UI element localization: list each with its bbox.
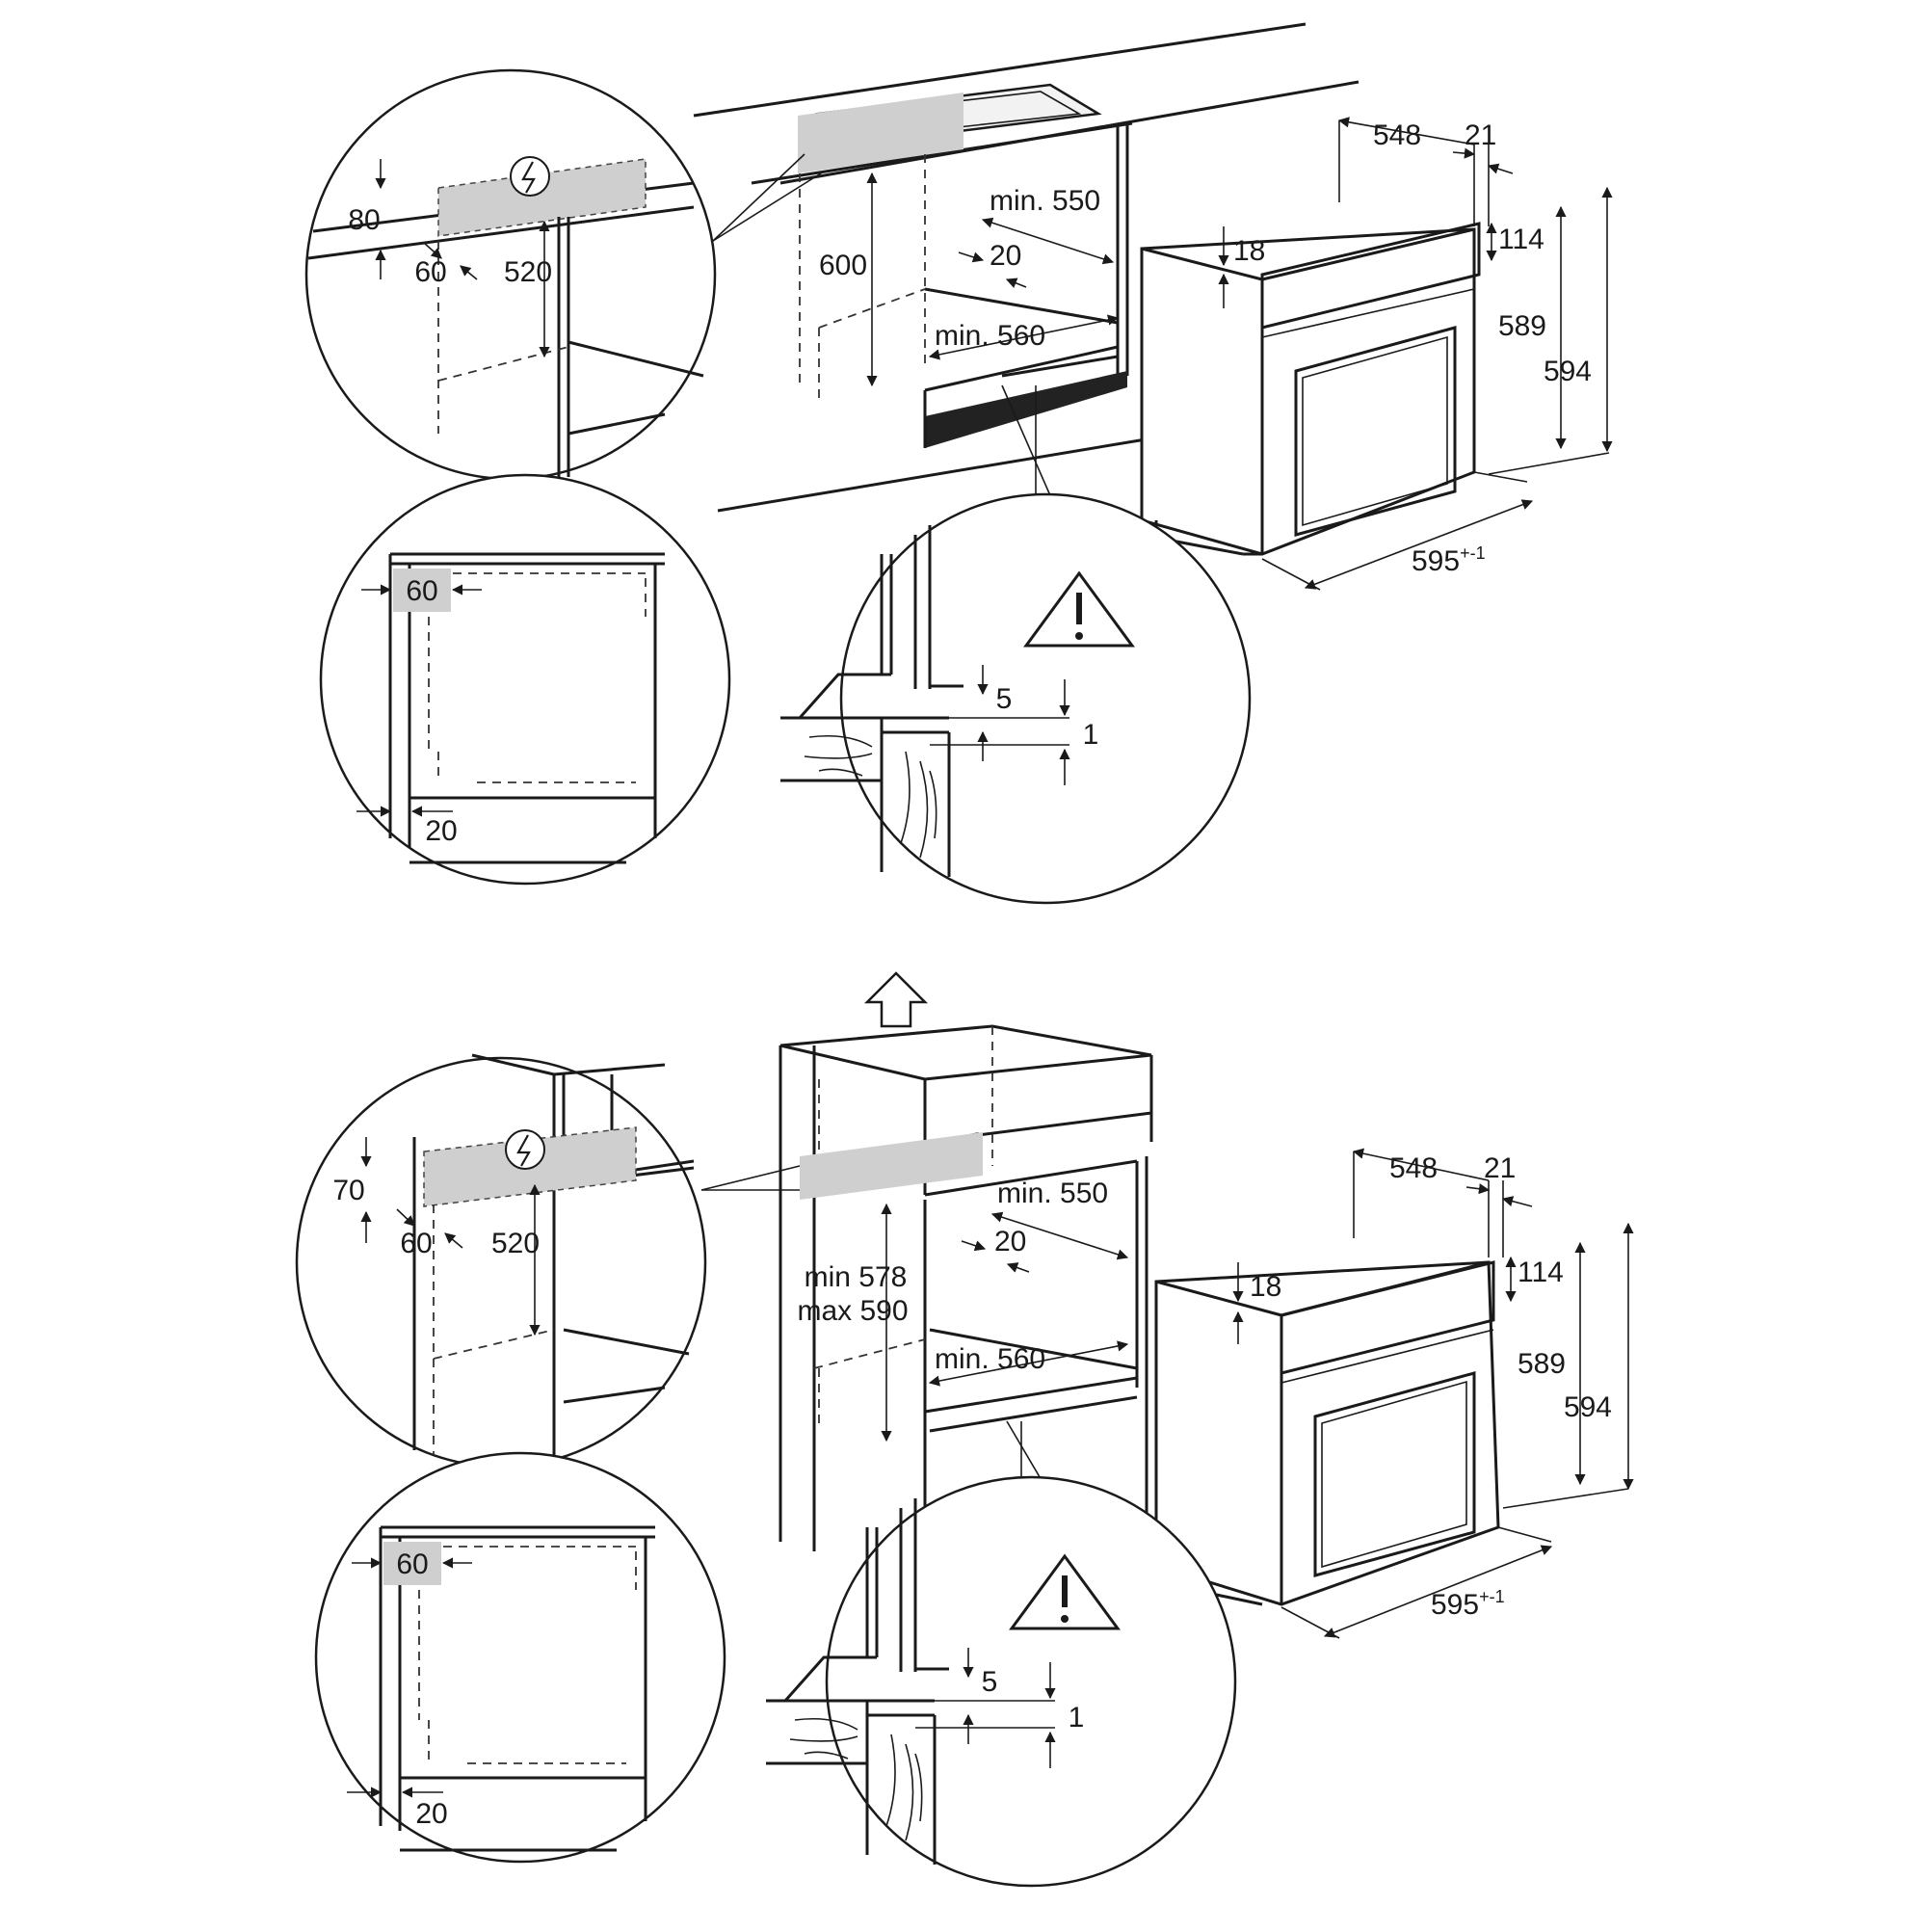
bottom-side-60-box (383, 1542, 441, 1585)
top-section: 600 min. 550 20 min. 560 (304, 22, 1613, 905)
top-detail-80-label: 80 (348, 204, 380, 236)
bottom-side-60-label: 60 (396, 1548, 428, 1580)
top-front-depth-label: 21 (1465, 119, 1496, 151)
bottom-detail-60-label: 60 (400, 1228, 432, 1259)
top-panel-height-label: 114 (1498, 224, 1544, 255)
bottom-back-gap-label: 20 (994, 1226, 1026, 1257)
bottom-detail-70-label: 70 (332, 1175, 364, 1206)
top-detail-gap: 5 1 (780, 384, 1252, 905)
top-side-60-box (393, 569, 451, 612)
top-oven (1140, 222, 1481, 556)
bottom-height-2-label: 594 (1564, 1391, 1612, 1423)
bottom-front-depth-label: 21 (1484, 1152, 1516, 1184)
bottom-oven-depth-label: 548 (1389, 1152, 1438, 1184)
bottom-height-1-label: 589 (1518, 1348, 1566, 1380)
top-electric-zone (798, 93, 964, 173)
top-height-2-label: 594 (1544, 356, 1592, 387)
bottom-min-depth-label: min. 550 (997, 1178, 1108, 1209)
top-top-gap-label: 18 (1233, 235, 1265, 267)
top-detail-electric: 80 60 520 (304, 68, 825, 481)
bottom-niche-max-label: max 590 (797, 1295, 908, 1327)
top-detail-520-label: 520 (504, 256, 552, 288)
bottom-section: min 578 max 590 min. 550 20 min. 560 (295, 971, 1634, 1888)
top-gap-1-label: 1 (1083, 719, 1099, 751)
top-min-depth-label: min. 550 (990, 185, 1100, 217)
top-niche-dims: 600 min. 550 20 min. 560 (819, 172, 1120, 387)
bottom-width-label: 595+-1 (1431, 1587, 1505, 1621)
bottom-panel-height-label: 114 (1518, 1257, 1564, 1288)
bottom-niche-min-label: min 578 (805, 1261, 908, 1293)
bottom-side-20-label: 20 (415, 1798, 447, 1830)
bottom-gap-5-label: 5 (982, 1666, 998, 1698)
bottom-detail-520-label: 520 (491, 1228, 540, 1259)
ventilation-up-icon (863, 971, 929, 1028)
top-back-gap-label: 20 (990, 240, 1021, 272)
top-countertop (693, 22, 1359, 513)
bottom-oven (1154, 1260, 1500, 1606)
top-niche-height-label: 600 (819, 250, 867, 281)
top-detail-60-label: 60 (414, 256, 446, 288)
bottom-niche-dims: min 578 max 590 min. 550 20 min. 560 (797, 1178, 1129, 1442)
bottom-detail-side: 60 20 (314, 1451, 726, 1864)
electric-icon (510, 156, 550, 197)
bottom-detail-gap: 5 1 (766, 1420, 1237, 1888)
top-detail-side: 60 20 (319, 473, 731, 886)
top-side-60-label: 60 (406, 575, 437, 607)
bottom-gap-1-label: 1 (1069, 1702, 1085, 1734)
top-gap-5-label: 5 (996, 683, 1013, 715)
top-side-20-label: 20 (425, 815, 457, 847)
bottom-top-gap-label: 18 (1250, 1271, 1281, 1303)
bottom-detail-electric: 70 60 520 (295, 1053, 801, 1469)
top-plinth (925, 371, 1127, 448)
top-height-1-label: 589 (1498, 310, 1546, 342)
top-niche (799, 125, 1129, 448)
top-width-label: 595+-1 (1412, 543, 1486, 577)
bottom-electric-icon (505, 1129, 545, 1170)
top-oven-depth-label: 548 (1373, 119, 1421, 151)
bottom-electric-zone (800, 1132, 983, 1200)
top-oven-dims: 548 21 114 18 589 594 595+-1 (1218, 117, 1613, 591)
bottom-oven-dims: 548 21 114 18 589 594 595+-1 (1232, 1148, 1634, 1639)
